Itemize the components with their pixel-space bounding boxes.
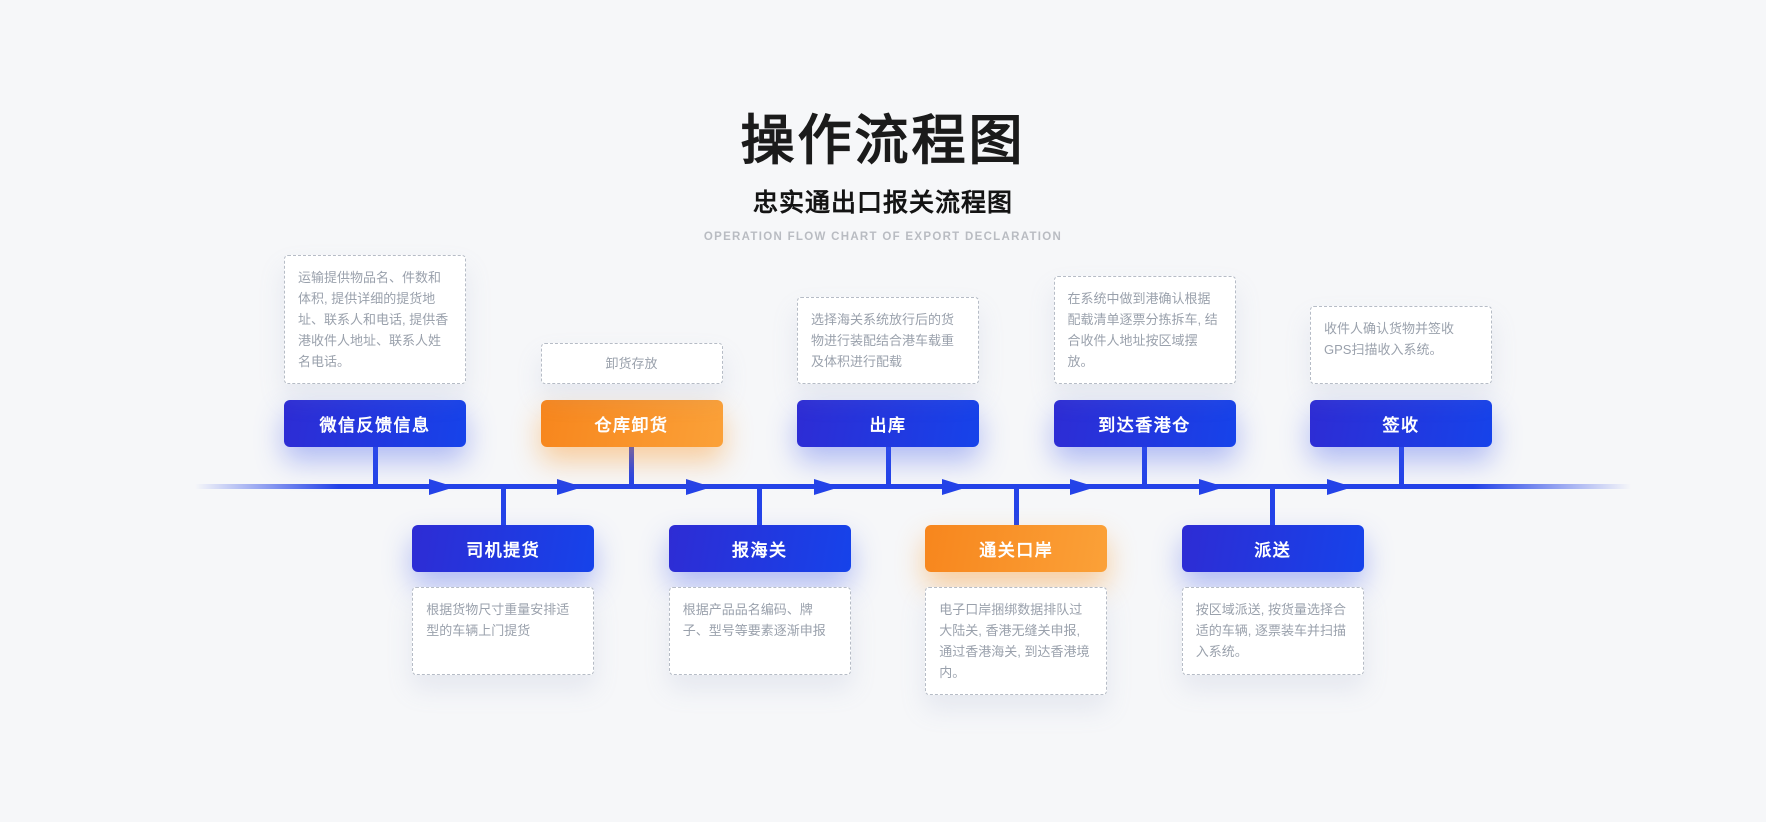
arrow-right-icon xyxy=(1070,479,1097,495)
page-title: 操作流程图 xyxy=(740,111,1026,171)
flow-node-4: 报海关 xyxy=(668,525,851,572)
node-description-3: 卸货存放 xyxy=(540,343,723,384)
node-connector-line xyxy=(372,445,378,486)
arrow-right-icon xyxy=(685,479,712,495)
node-description-1: 运输提供物品名、件数和体积, 提供详细的提货地址、联系人和电话, 提供香港收件人… xyxy=(284,255,466,384)
page-subtitle: 忠实通出口报关流程图 xyxy=(752,189,1013,217)
flow-node-3: 仓库卸货 xyxy=(540,400,723,447)
arrow-right-icon xyxy=(429,479,456,495)
node-connector-line xyxy=(1013,486,1019,527)
arrow-right-icon xyxy=(1198,479,1225,495)
node-description-6: 电子口岸捆绑数据排队过大陆关, 香港无缝关申报, 通过香港海关, 到达香港境内。 xyxy=(925,587,1108,695)
flow-node-9: 签收 xyxy=(1310,400,1492,447)
flow-node-1: 微信反馈信息 xyxy=(284,400,466,447)
node-description-7: 在系统中做到港确认根据配载清单逐票分拣拆车, 结合收件人地址按区域摆放。 xyxy=(1053,276,1236,384)
arrow-right-icon xyxy=(1326,479,1353,495)
flow-node-6: 通关口岸 xyxy=(925,525,1108,572)
arrow-right-icon xyxy=(557,479,584,495)
timeline-line xyxy=(195,484,1631,489)
node-description-9: 收件人确认货物并签收GPS扫描收入系统。 xyxy=(1310,306,1492,384)
node-connector-line xyxy=(1270,486,1276,527)
node-connector-line xyxy=(500,486,506,527)
arrow-right-icon xyxy=(942,479,969,495)
node-description-2: 根据货物尺寸重量安排适型的车辆上门提货 xyxy=(412,587,595,675)
arrow-right-icon xyxy=(813,479,840,495)
node-description-5: 选择海关系统放行后的货物进行装配结合港车载重及体积进行配载 xyxy=(797,297,979,384)
flow-node-7: 到达香港仓 xyxy=(1053,400,1236,447)
flow-node-5: 出库 xyxy=(797,400,979,447)
node-connector-line xyxy=(757,486,763,527)
node-description-8: 按区域派送, 按货量选择合适的车辆, 逐票装车并扫描入系统。 xyxy=(1181,587,1364,675)
node-connector-line xyxy=(1398,445,1404,486)
node-connector-line xyxy=(885,445,891,486)
node-connector-line xyxy=(1142,445,1147,486)
node-connector-line xyxy=(629,445,634,486)
flow-node-2: 司机提货 xyxy=(412,525,595,572)
node-description-4: 根据产品品名编码、牌子、型号等要素逐渐申报 xyxy=(668,587,851,675)
page-subtitle-english: OPERATION FLOW CHART OF EXPORT DECLARATI… xyxy=(703,231,1063,243)
flow-node-8: 派送 xyxy=(1181,525,1364,572)
